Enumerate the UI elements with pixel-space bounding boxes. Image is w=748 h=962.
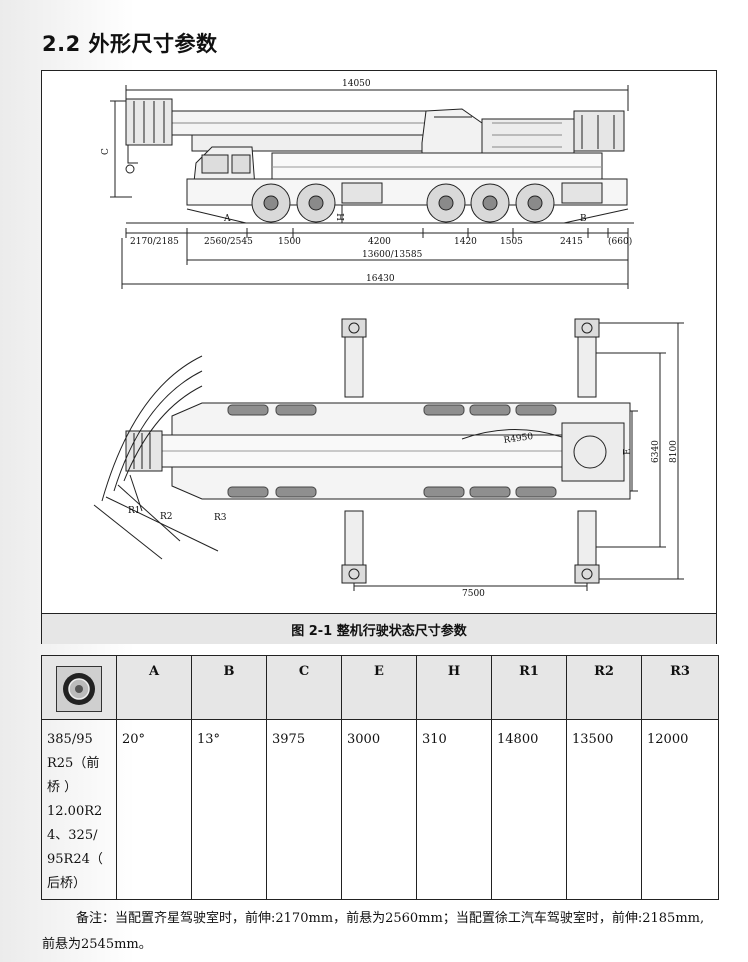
- dim-chain-4: 1420: [454, 237, 477, 247]
- tire-icon: [56, 666, 102, 712]
- col-header-c: C: [266, 655, 342, 720]
- dim-chain-5: 1505: [500, 237, 523, 247]
- dimension-table: A B C E H R1 R2 R3 385/95 R25（前 桥 ） 12.0…: [41, 655, 719, 900]
- label-r2: R2: [160, 512, 173, 522]
- crane-drawing: 14050 C H A B 2170/2185 2560/2545 1500 4…: [93, 79, 684, 599]
- dim-overall-length: 16430: [366, 274, 395, 284]
- value-r2: 13500: [566, 719, 642, 900]
- dim-width-outer: 8100: [669, 440, 679, 463]
- label-r1: R1: [128, 506, 141, 516]
- tire-spec-line: 385/95: [47, 732, 93, 747]
- figure-frame: 14050 C H A B 2170/2185 2560/2545 1500 4…: [41, 70, 717, 644]
- tire-spec-line: 4、325/: [47, 828, 98, 843]
- col-header-e: E: [341, 655, 417, 720]
- dim-width-inner: 6340: [651, 440, 661, 463]
- tire-spec-line: 桥 ）: [47, 780, 78, 795]
- value-a: 20°: [116, 719, 192, 900]
- label-c: C: [101, 148, 111, 155]
- dim-radius-note: R4950: [503, 432, 534, 446]
- col-header-r1: R1: [491, 655, 567, 720]
- value-r3: 12000: [641, 719, 719, 900]
- tire-spec-line: 后桥）: [47, 876, 87, 891]
- tire-spec-line: R25（前: [47, 756, 100, 771]
- label-e: E: [623, 448, 633, 455]
- figure-caption: 图 2-1 整机行驶状态尺寸参数: [42, 613, 716, 644]
- dim-chain-7: (660): [608, 236, 632, 247]
- tire-spec-line: 95R24（: [47, 852, 103, 867]
- label-angle-b: B: [580, 214, 587, 224]
- col-header-a: A: [116, 655, 192, 720]
- col-header-r3: R3: [641, 655, 719, 720]
- dim-outrigger-span: 7500: [462, 589, 485, 599]
- table-row: 385/95 R25（前 桥 ） 12.00R2 4、325/ 95R24（ 后…: [41, 719, 719, 900]
- col-header-r2: R2: [566, 655, 642, 720]
- label-r3: R3: [214, 513, 227, 523]
- value-h: 310: [416, 719, 492, 900]
- label-h: H: [337, 213, 347, 221]
- dim-chain-0: 2170/2185: [130, 237, 179, 247]
- col-header-b: B: [191, 655, 267, 720]
- tire-header: [41, 655, 117, 720]
- label-angle-a: A: [223, 214, 231, 224]
- dim-chain-3: 4200: [368, 237, 391, 247]
- value-b: 13°: [191, 719, 267, 900]
- tire-spec-line: 12.00R2: [47, 804, 103, 819]
- section-title: 2.2 外形尺寸参数: [42, 32, 218, 56]
- dim-top-length: 14050: [342, 79, 371, 89]
- dim-chain-2: 1500: [278, 237, 301, 247]
- dim-chain-6: 2415: [560, 237, 583, 247]
- tire-spec-cell: 385/95 R25（前 桥 ） 12.00R2 4、325/ 95R24（ 后…: [41, 719, 117, 900]
- col-header-h: H: [416, 655, 492, 720]
- dim-chain-1: 2560/2545: [204, 237, 253, 247]
- value-r1: 14800: [491, 719, 567, 900]
- footnote: 备注：当配置齐星驾驶室时，前伸:2170mm，前悬为2560mm；当配置徐工汽车…: [42, 911, 705, 952]
- value-c: 3975: [266, 719, 342, 900]
- dim-wheelbase-total: 13600/13585: [362, 250, 423, 260]
- value-e: 3000: [341, 719, 417, 900]
